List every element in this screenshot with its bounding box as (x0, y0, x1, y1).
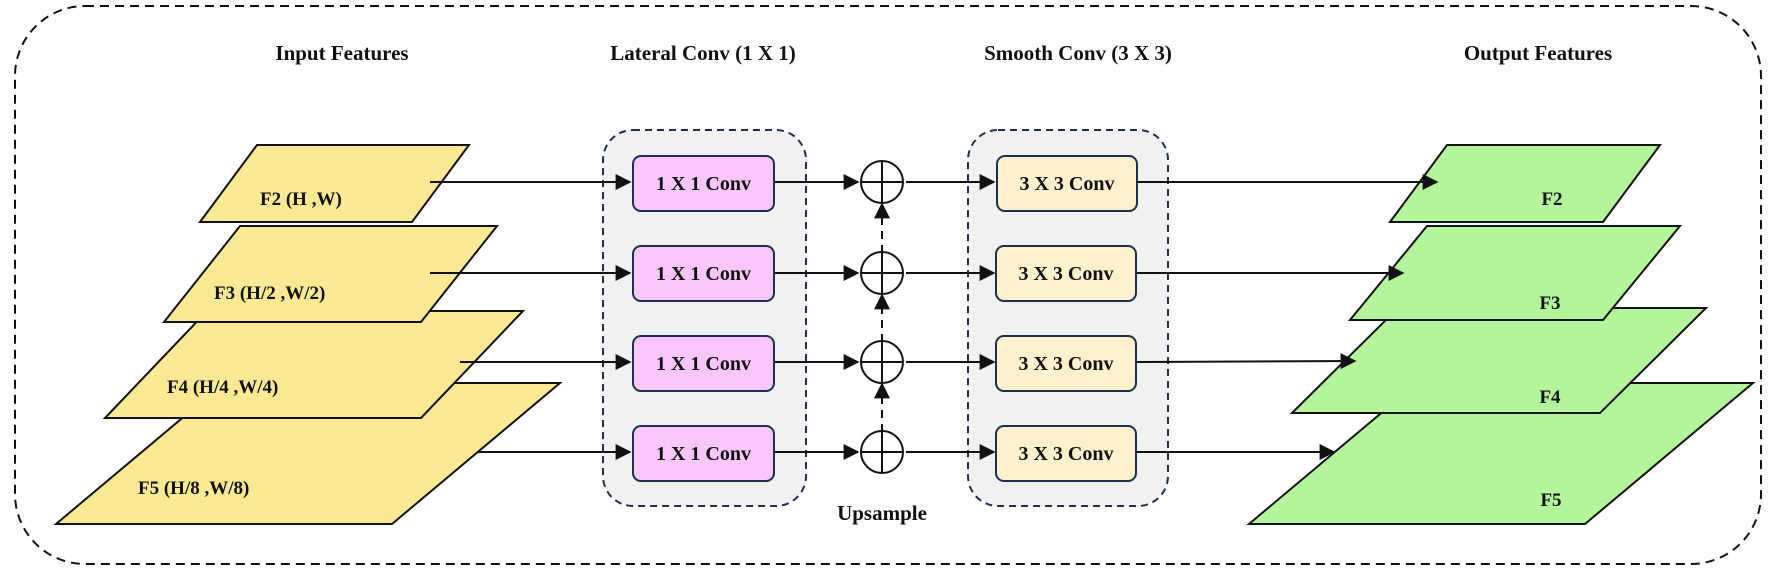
input-feature-f2 (198, 144, 471, 223)
add-node-icon (860, 430, 904, 474)
smooth-conv-label: 3 X 3 Conv (1018, 353, 1113, 375)
lateral-conv-label: 1 X 1 Conv (656, 263, 751, 285)
output-feature-label-f3: F3 (1539, 293, 1560, 314)
smooth-conv-label: 3 X 3 Conv (1018, 263, 1113, 285)
header-output-features: Output Features (1464, 41, 1612, 65)
lateral-conv-label: 1 X 1 Conv (656, 353, 751, 375)
flow-arrows (430, 174, 1439, 460)
lateral-conv-box: 1 X 1 Conv (632, 425, 775, 482)
smooth-conv-box: 3 X 3 Conv (996, 155, 1138, 212)
smooth-conv-label: 3 X 3 Conv (1019, 173, 1114, 195)
add-node-icon (860, 251, 904, 295)
smooth-conv-box: 3 X 3 Conv (995, 425, 1137, 482)
add-node-icon (860, 340, 904, 384)
input-feature-label-f4: F4 (H/4 ,W/4) (167, 377, 278, 398)
upsample-label: Upsample (837, 501, 927, 525)
input-feature-label-f2: F2 (H ,W) (260, 189, 342, 210)
smooth-conv-box: 3 X 3 Conv (995, 245, 1137, 302)
output-feature-label-f2: F2 (1541, 189, 1562, 210)
output-feature-f3 (1347, 225, 1683, 321)
add-node-icon (860, 160, 904, 204)
header-lateral-conv: Lateral Conv (1 X 1) (610, 41, 795, 65)
output-feature-f2 (1388, 144, 1662, 223)
lateral-conv-box: 1 X 1 Conv (632, 155, 775, 212)
output-feature-label-f5: F5 (1540, 490, 1561, 511)
output-feature-f4 (1289, 307, 1709, 414)
lateral-conv-label: 1 X 1 Conv (656, 173, 751, 195)
lateral-conv-box: 1 X 1 Conv (632, 335, 775, 392)
input-feature-f4 (102, 310, 526, 419)
lateral-conv-label: 1 X 1 Conv (656, 443, 751, 465)
lateral-conv-box: 1 X 1 Conv (632, 245, 775, 302)
header-smooth-conv: Smooth Conv (3 X 3) (984, 41, 1172, 65)
input-feature-label-f5: F5 (H/8 ,W/8) (138, 478, 249, 499)
input-feature-label-f3: F3 (H/2 ,W/2) (214, 283, 325, 304)
smooth-conv-box: 3 X 3 Conv (995, 335, 1137, 392)
outer-frame (14, 5, 1762, 565)
smooth-conv-label: 3 X 3 Conv (1018, 443, 1113, 465)
lateral-conv-panel (602, 129, 807, 507)
output-feature-f5 (1246, 382, 1756, 525)
output-feature-label-f4: F4 (1539, 387, 1561, 408)
smooth-conv-panel (967, 129, 1169, 507)
header-input-features: Input Features (275, 41, 408, 65)
input-feature-f3 (161, 225, 500, 323)
